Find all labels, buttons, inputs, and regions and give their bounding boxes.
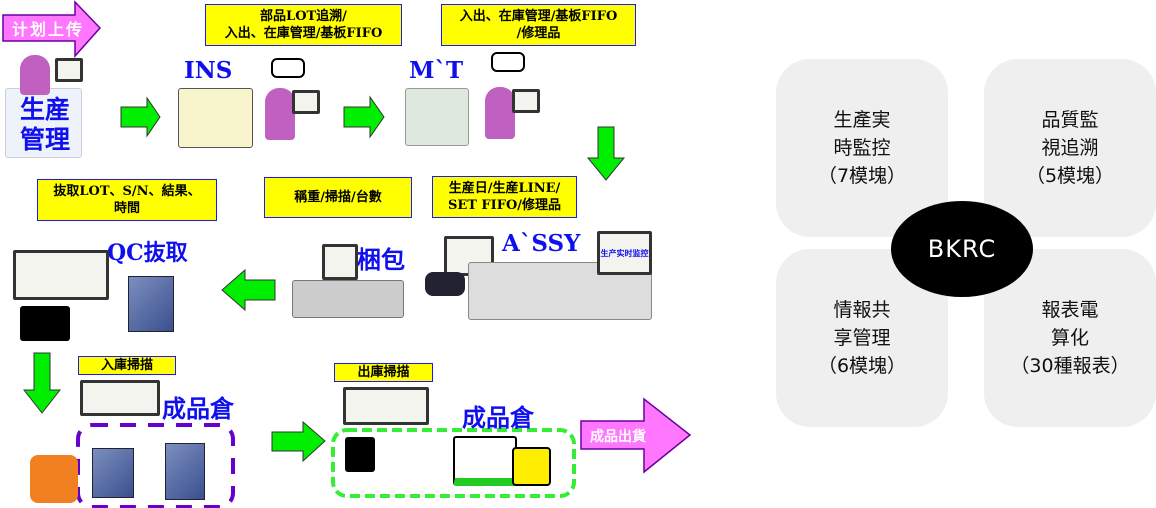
realtime-monitor: 生产实时监控 xyxy=(597,231,652,275)
qc-monitor xyxy=(13,250,109,300)
mt-label: M`T xyxy=(409,57,464,84)
pallet-image xyxy=(165,443,205,500)
packing-monitor xyxy=(322,244,358,280)
ship-out-label: 成品出貨 xyxy=(590,429,646,445)
ship-out-arrow xyxy=(580,397,692,474)
in-scan-note: 入庫掃描 xyxy=(78,356,176,375)
computer-icon xyxy=(512,89,540,113)
shipping-operator-image xyxy=(345,437,375,472)
production-schedule-image xyxy=(5,88,82,158)
assy-label: A`SSY xyxy=(502,230,581,257)
assy-note: 生産日/生産LINE/ SET FIFO/修理品 xyxy=(432,176,577,218)
out-scan-monitor xyxy=(343,387,429,425)
pack-note: 稱重/掃描/台數 xyxy=(264,177,412,218)
computer-icon xyxy=(55,58,83,82)
module-card-quality-tracing: 品質監 視追溯 （5模塊） xyxy=(984,59,1156,237)
warehouse-1-label: 成品倉 xyxy=(162,394,234,423)
ins-note: 部品LOT追溯/ 入出、在庫管理/基板FIFO xyxy=(205,4,402,46)
truck-image xyxy=(453,436,517,486)
forklift-image xyxy=(30,455,78,503)
pallet-image xyxy=(128,276,174,332)
warehouse-zone-2 xyxy=(331,428,576,498)
pallet-image xyxy=(92,448,134,498)
qc-operator-image xyxy=(20,306,70,341)
qc-note: 抜取LOT、S/N、結果、 時間 xyxy=(37,179,217,221)
warehouse-zone-1 xyxy=(76,423,235,508)
plan-upload-label: 计划上传 xyxy=(12,20,85,39)
ins-label: INS xyxy=(184,57,233,84)
plan-upload-arrow xyxy=(2,0,102,58)
qc-label: QC抜取 xyxy=(107,240,188,266)
down-arrow-icon xyxy=(586,126,626,181)
computer-icon xyxy=(292,90,320,114)
operator-icon xyxy=(265,88,295,140)
right-arrow-icon xyxy=(271,420,326,463)
operator-icon xyxy=(485,87,515,139)
operator-icon xyxy=(20,55,50,95)
mt-machine-image xyxy=(405,88,469,146)
right-arrow-icon xyxy=(120,96,161,138)
mt-note: 入出、在庫管理/基板FIFO /修理品 xyxy=(441,4,636,46)
flow-graphics xyxy=(2,0,692,508)
in-scan-monitor xyxy=(80,380,160,416)
module-card-realtime-monitoring: 生產実 時監控 （7模塊） xyxy=(776,59,948,237)
truck-cab-image xyxy=(512,447,551,486)
left-arrow-icon xyxy=(221,268,276,312)
bkrc-center: BKRC xyxy=(891,201,1033,297)
out-scan-note: 出庫掃描 xyxy=(334,363,433,382)
packing-line-image xyxy=(292,280,404,318)
warehouse-2-label: 成品倉 xyxy=(462,403,534,432)
down-arrow-icon xyxy=(22,352,62,414)
ins-machine-image xyxy=(178,88,253,148)
barcode-icon xyxy=(271,58,305,78)
production-mgmt-label: 生産 管理 xyxy=(20,95,71,154)
packing-label: 梱包 xyxy=(357,245,405,274)
right-arrow-icon xyxy=(343,95,385,139)
barcode-icon xyxy=(491,52,525,72)
speaker-image xyxy=(425,272,465,296)
